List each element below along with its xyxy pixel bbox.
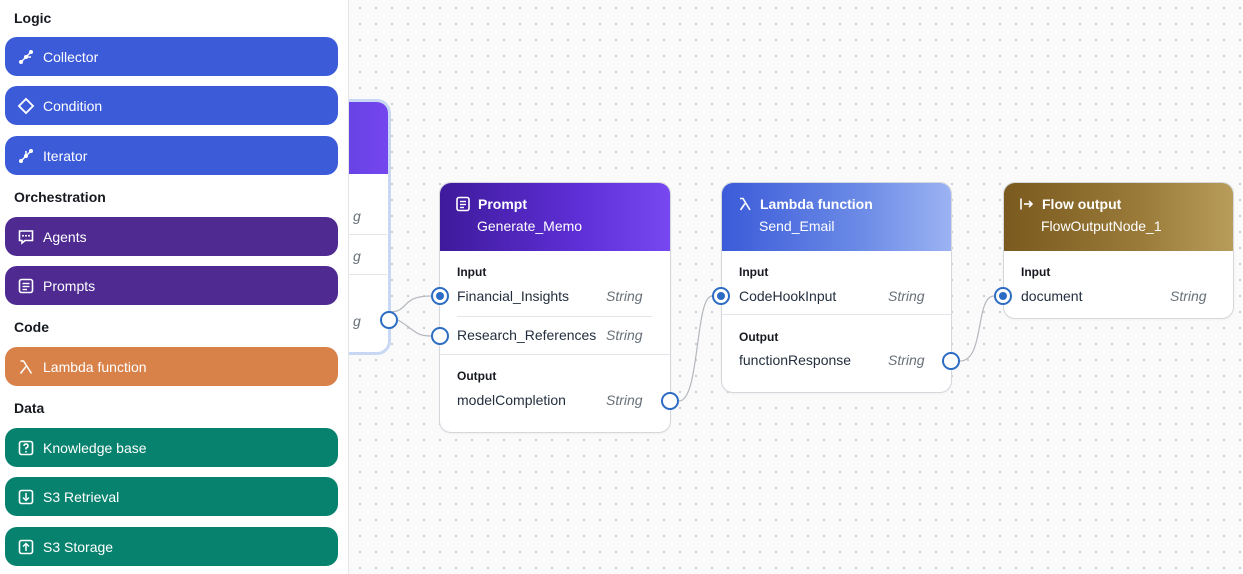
input-section-label: Input <box>1021 265 1051 279</box>
lambda-node-header: Lambda function Send_Email <box>722 183 951 251</box>
output-section-label: Output <box>739 330 779 344</box>
lambda-icon <box>737 196 753 212</box>
prompt-node-header: Prompt Generate_Memo <box>440 183 670 251</box>
palette-item-condition[interactable]: Condition <box>5 86 338 125</box>
edge-ghost-to-financial-insights <box>388 295 432 313</box>
input-type: String <box>888 288 925 304</box>
palette-item-label: S3 Storage <box>43 538 114 555</box>
palette-item-label: Lambda function <box>43 358 147 375</box>
node-name: Send_Email <box>759 218 835 234</box>
flow-output-node[interactable]: Flow output FlowOutputNode_1 Input docum… <box>1003 182 1234 319</box>
input-type: String <box>1170 288 1207 304</box>
knowledge-base-icon <box>17 439 35 457</box>
palette-item-label: Iterator <box>43 147 88 164</box>
palette-item-s3-storage[interactable]: S3 Storage <box>5 527 338 566</box>
prompts-icon <box>17 277 35 295</box>
condition-icon <box>17 97 35 115</box>
output-type: String <box>606 392 643 408</box>
palette-item-label: S3 Retrieval <box>43 488 120 505</box>
palette-item-iterator[interactable]: Iterator <box>5 136 338 175</box>
edge-ghost-to-research-references <box>397 319 432 337</box>
codehook-input-port[interactable] <box>712 287 730 305</box>
output-type: String <box>888 352 925 368</box>
partial-node-type: g <box>353 248 361 264</box>
s3-retrieval-icon <box>17 488 35 506</box>
output-model-completion: modelCompletion <box>457 392 566 408</box>
input-type: String <box>606 327 643 343</box>
section-title-code: Code <box>14 319 49 335</box>
node-type-label: Prompt <box>478 196 527 212</box>
input-section-label: Input <box>739 265 769 279</box>
flow-output-node-header: Flow output FlowOutputNode_1 <box>1004 183 1233 251</box>
section-title-logic: Logic <box>14 10 52 26</box>
divider <box>440 354 670 355</box>
partial-node-type: g <box>353 313 361 329</box>
agents-icon <box>17 228 35 246</box>
model-completion-output-port[interactable] <box>661 392 679 410</box>
input-codehook: CodeHookInput <box>739 288 837 304</box>
palette-item-label: Knowledge base <box>43 439 147 456</box>
input-type: String <box>606 288 643 304</box>
research-references-input-port[interactable] <box>431 327 449 345</box>
document-input-port[interactable] <box>994 287 1012 305</box>
divider <box>347 274 387 275</box>
divider <box>457 316 652 317</box>
financial-insights-input-port[interactable] <box>431 287 449 305</box>
palette-item-collector[interactable]: Collector <box>5 37 338 76</box>
prompt-icon <box>455 196 471 212</box>
input-document: document <box>1021 288 1083 304</box>
palette-item-prompts[interactable]: Prompts <box>5 266 338 305</box>
palette-item-label: Agents <box>43 228 87 245</box>
function-response-output-port[interactable] <box>942 352 960 370</box>
s3-storage-icon <box>17 538 35 556</box>
output-section-label: Output <box>457 369 497 383</box>
palette-item-agents[interactable]: Agents <box>5 217 338 256</box>
palette-item-label: Collector <box>43 48 99 65</box>
palette-item-label: Prompts <box>43 277 96 294</box>
collector-icon <box>17 48 35 66</box>
lambda-node[interactable]: Lambda function Send_Email Input CodeHoo… <box>721 182 952 393</box>
flow-output-icon <box>1019 196 1035 212</box>
partial-node-type: g <box>353 208 361 224</box>
prompt-node[interactable]: Prompt Generate_Memo Input Financial_Ins… <box>439 182 671 433</box>
node-name: FlowOutputNode_1 <box>1041 218 1162 234</box>
output-function-response: functionResponse <box>739 352 852 368</box>
palette-item-knowledge-base[interactable]: Knowledge base <box>5 428 338 467</box>
partial-node-output-port[interactable] <box>380 311 398 329</box>
node-name: Generate_Memo <box>477 218 583 234</box>
node-type-label: Lambda function <box>760 196 873 212</box>
input-research-references: Research_References <box>457 327 597 343</box>
input-financial-insights: Financial_Insights <box>457 288 570 304</box>
palette-item-lambda-function[interactable]: Lambda function <box>5 347 338 386</box>
lambda-icon <box>17 358 35 376</box>
node-type-label: Flow output <box>1042 196 1122 212</box>
node-palette: Logic Collector Condition Iterator Orche… <box>0 0 349 574</box>
input-section-label: Input <box>457 265 487 279</box>
section-title-data: Data <box>14 400 45 416</box>
section-title-orchestration: Orchestration <box>14 189 106 205</box>
iterator-icon <box>17 147 35 165</box>
edge-function-response-to-document <box>959 295 995 362</box>
palette-item-label: Condition <box>43 97 103 114</box>
divider <box>722 314 951 315</box>
edge-model-completion-to-codehook <box>678 295 713 402</box>
divider <box>347 234 387 235</box>
palette-item-s3-retrieval[interactable]: S3 Retrieval <box>5 477 338 516</box>
